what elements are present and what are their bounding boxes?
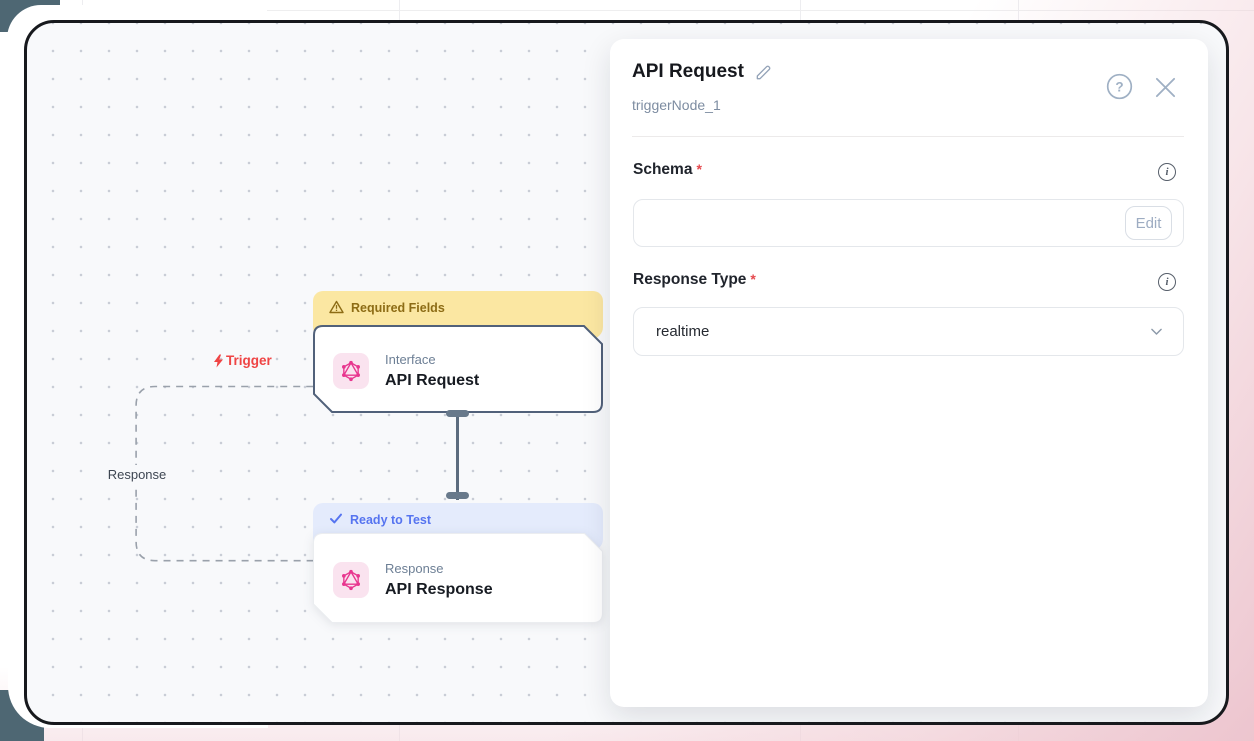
- chevron-down-icon: [1148, 323, 1165, 340]
- response-type-info-icon[interactable]: i: [1158, 273, 1176, 291]
- schema-field-label: Schema*: [633, 161, 702, 179]
- required-asterisk: *: [696, 161, 702, 177]
- node-api-response[interactable]: Response API Response: [313, 533, 603, 623]
- close-panel-button[interactable]: [1151, 73, 1179, 101]
- node-card-shape: [313, 533, 603, 623]
- node-icon-box: [333, 353, 369, 389]
- node-api-request[interactable]: Interface API Request: [313, 325, 603, 413]
- graphql-icon: [342, 360, 360, 382]
- node-id-label: triggerNode_1: [632, 97, 721, 113]
- required-asterisk: *: [750, 271, 756, 287]
- schema-edit-button[interactable]: Edit: [1125, 206, 1172, 240]
- close-icon: [1155, 77, 1175, 97]
- svg-text:?: ?: [1115, 79, 1123, 94]
- workflow-canvas[interactable]: Response Trigger Required Fields: [24, 20, 1229, 725]
- banner-text: Required Fields: [351, 301, 445, 315]
- node-card-shape: [313, 325, 603, 413]
- help-button[interactable]: ?: [1104, 71, 1134, 101]
- node-connection-line: [456, 413, 459, 500]
- response-type-field-label: Response Type*: [633, 271, 756, 289]
- warning-triangle-icon: [329, 300, 344, 314]
- panel-divider: [632, 136, 1184, 137]
- panel-title: API Request: [632, 61, 744, 82]
- schema-label-text: Schema: [633, 161, 693, 178]
- schema-info-icon[interactable]: i: [1158, 163, 1176, 181]
- banner-text: Ready to Test: [350, 513, 432, 527]
- question-circle-icon: ?: [1106, 73, 1132, 99]
- source-handle[interactable]: [446, 410, 469, 417]
- node-properties-panel: API Request triggerNode_1 ? Schema* i Ed…: [610, 39, 1208, 707]
- trigger-label-text: Trigger: [226, 353, 272, 368]
- lightning-bolt-icon: [214, 354, 223, 367]
- schema-input[interactable]: Edit: [633, 199, 1184, 247]
- edge-label-response: Response: [103, 465, 171, 485]
- response-type-label-text: Response Type: [633, 271, 747, 288]
- graphql-icon: [342, 569, 360, 591]
- response-type-select[interactable]: realtime: [633, 307, 1184, 356]
- target-handle[interactable]: [446, 492, 469, 499]
- node-icon-box: [333, 562, 369, 598]
- node-category: Interface: [385, 352, 436, 367]
- edit-pencil-icon[interactable]: [754, 63, 773, 82]
- node-title: API Request: [385, 372, 480, 389]
- trigger-label: Trigger: [212, 353, 272, 368]
- check-icon: [330, 513, 342, 524]
- response-type-value: realtime: [656, 323, 710, 340]
- node-title: API Response: [385, 581, 493, 598]
- node-category: Response: [385, 561, 444, 576]
